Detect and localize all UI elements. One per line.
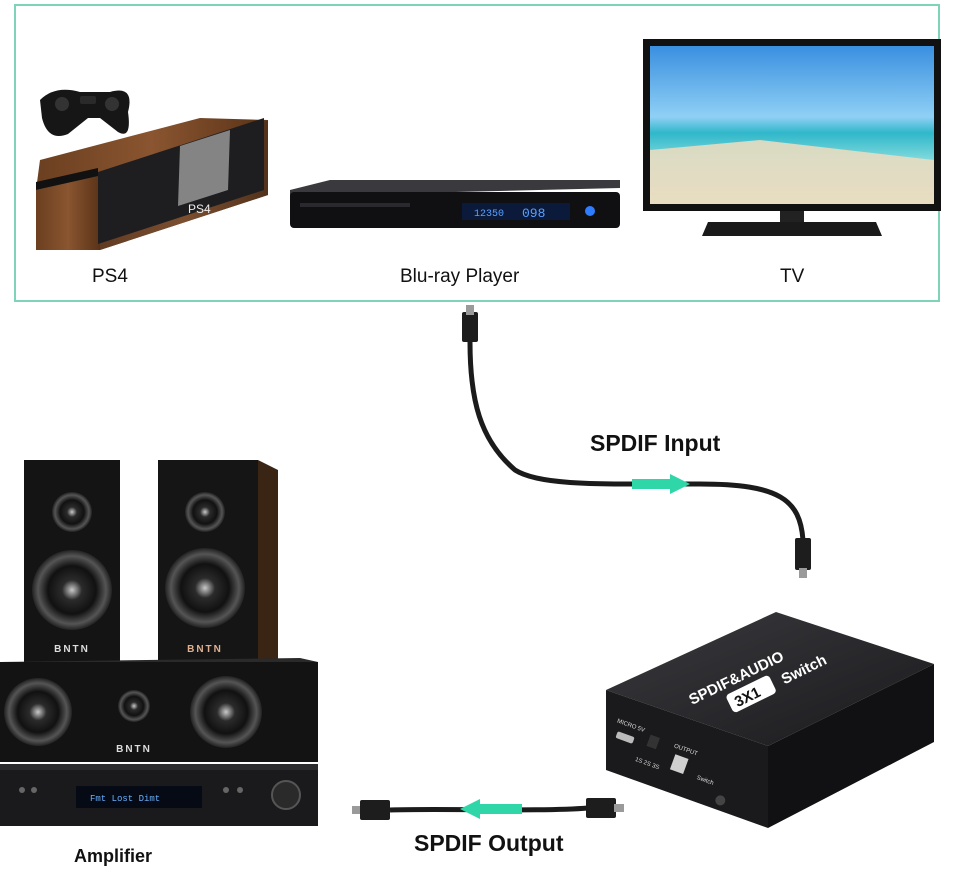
right-speaker-brand: BNTN (187, 644, 223, 655)
center-speaker-image: BNTN (0, 658, 318, 762)
ps4-console-text: PS4 (188, 202, 211, 216)
left-speaker-image: BNTN (24, 460, 120, 662)
bluray-player-image: 12350 098 (290, 180, 620, 228)
spdif-input-arrow (632, 474, 690, 494)
amplifier-display: Fmt Lost Dimt (90, 794, 160, 804)
spdif-input-label: SPDIF Input (590, 430, 721, 456)
tv-label: TV (780, 266, 805, 287)
ps4-console-image: PS4 (36, 89, 268, 250)
amplifier-label: Amplifier (74, 846, 153, 866)
tv-image (643, 39, 941, 236)
right-speaker-image: BNTN (158, 460, 278, 668)
spdif-output-arrow (460, 799, 522, 819)
bluray-display-time: 12350 (474, 209, 504, 220)
center-speaker-brand: BNTN (116, 744, 152, 755)
spdif-input-cable (462, 305, 811, 578)
port-switch-label: Switch (696, 775, 715, 787)
bluray-display-track: 098 (522, 206, 545, 221)
spdif-switch-image: SPDIF&AUDIO 3X1 Switch MICRO 5V OUTPUT S… (606, 612, 934, 828)
amplifier-image: Fmt Lost Dimt (0, 764, 318, 826)
bluray-label: Blu-ray Player (400, 266, 520, 287)
left-speaker-brand: BNTN (54, 644, 90, 655)
spdif-output-label: SPDIF Output (414, 830, 564, 856)
ps4-label: PS4 (92, 266, 128, 287)
